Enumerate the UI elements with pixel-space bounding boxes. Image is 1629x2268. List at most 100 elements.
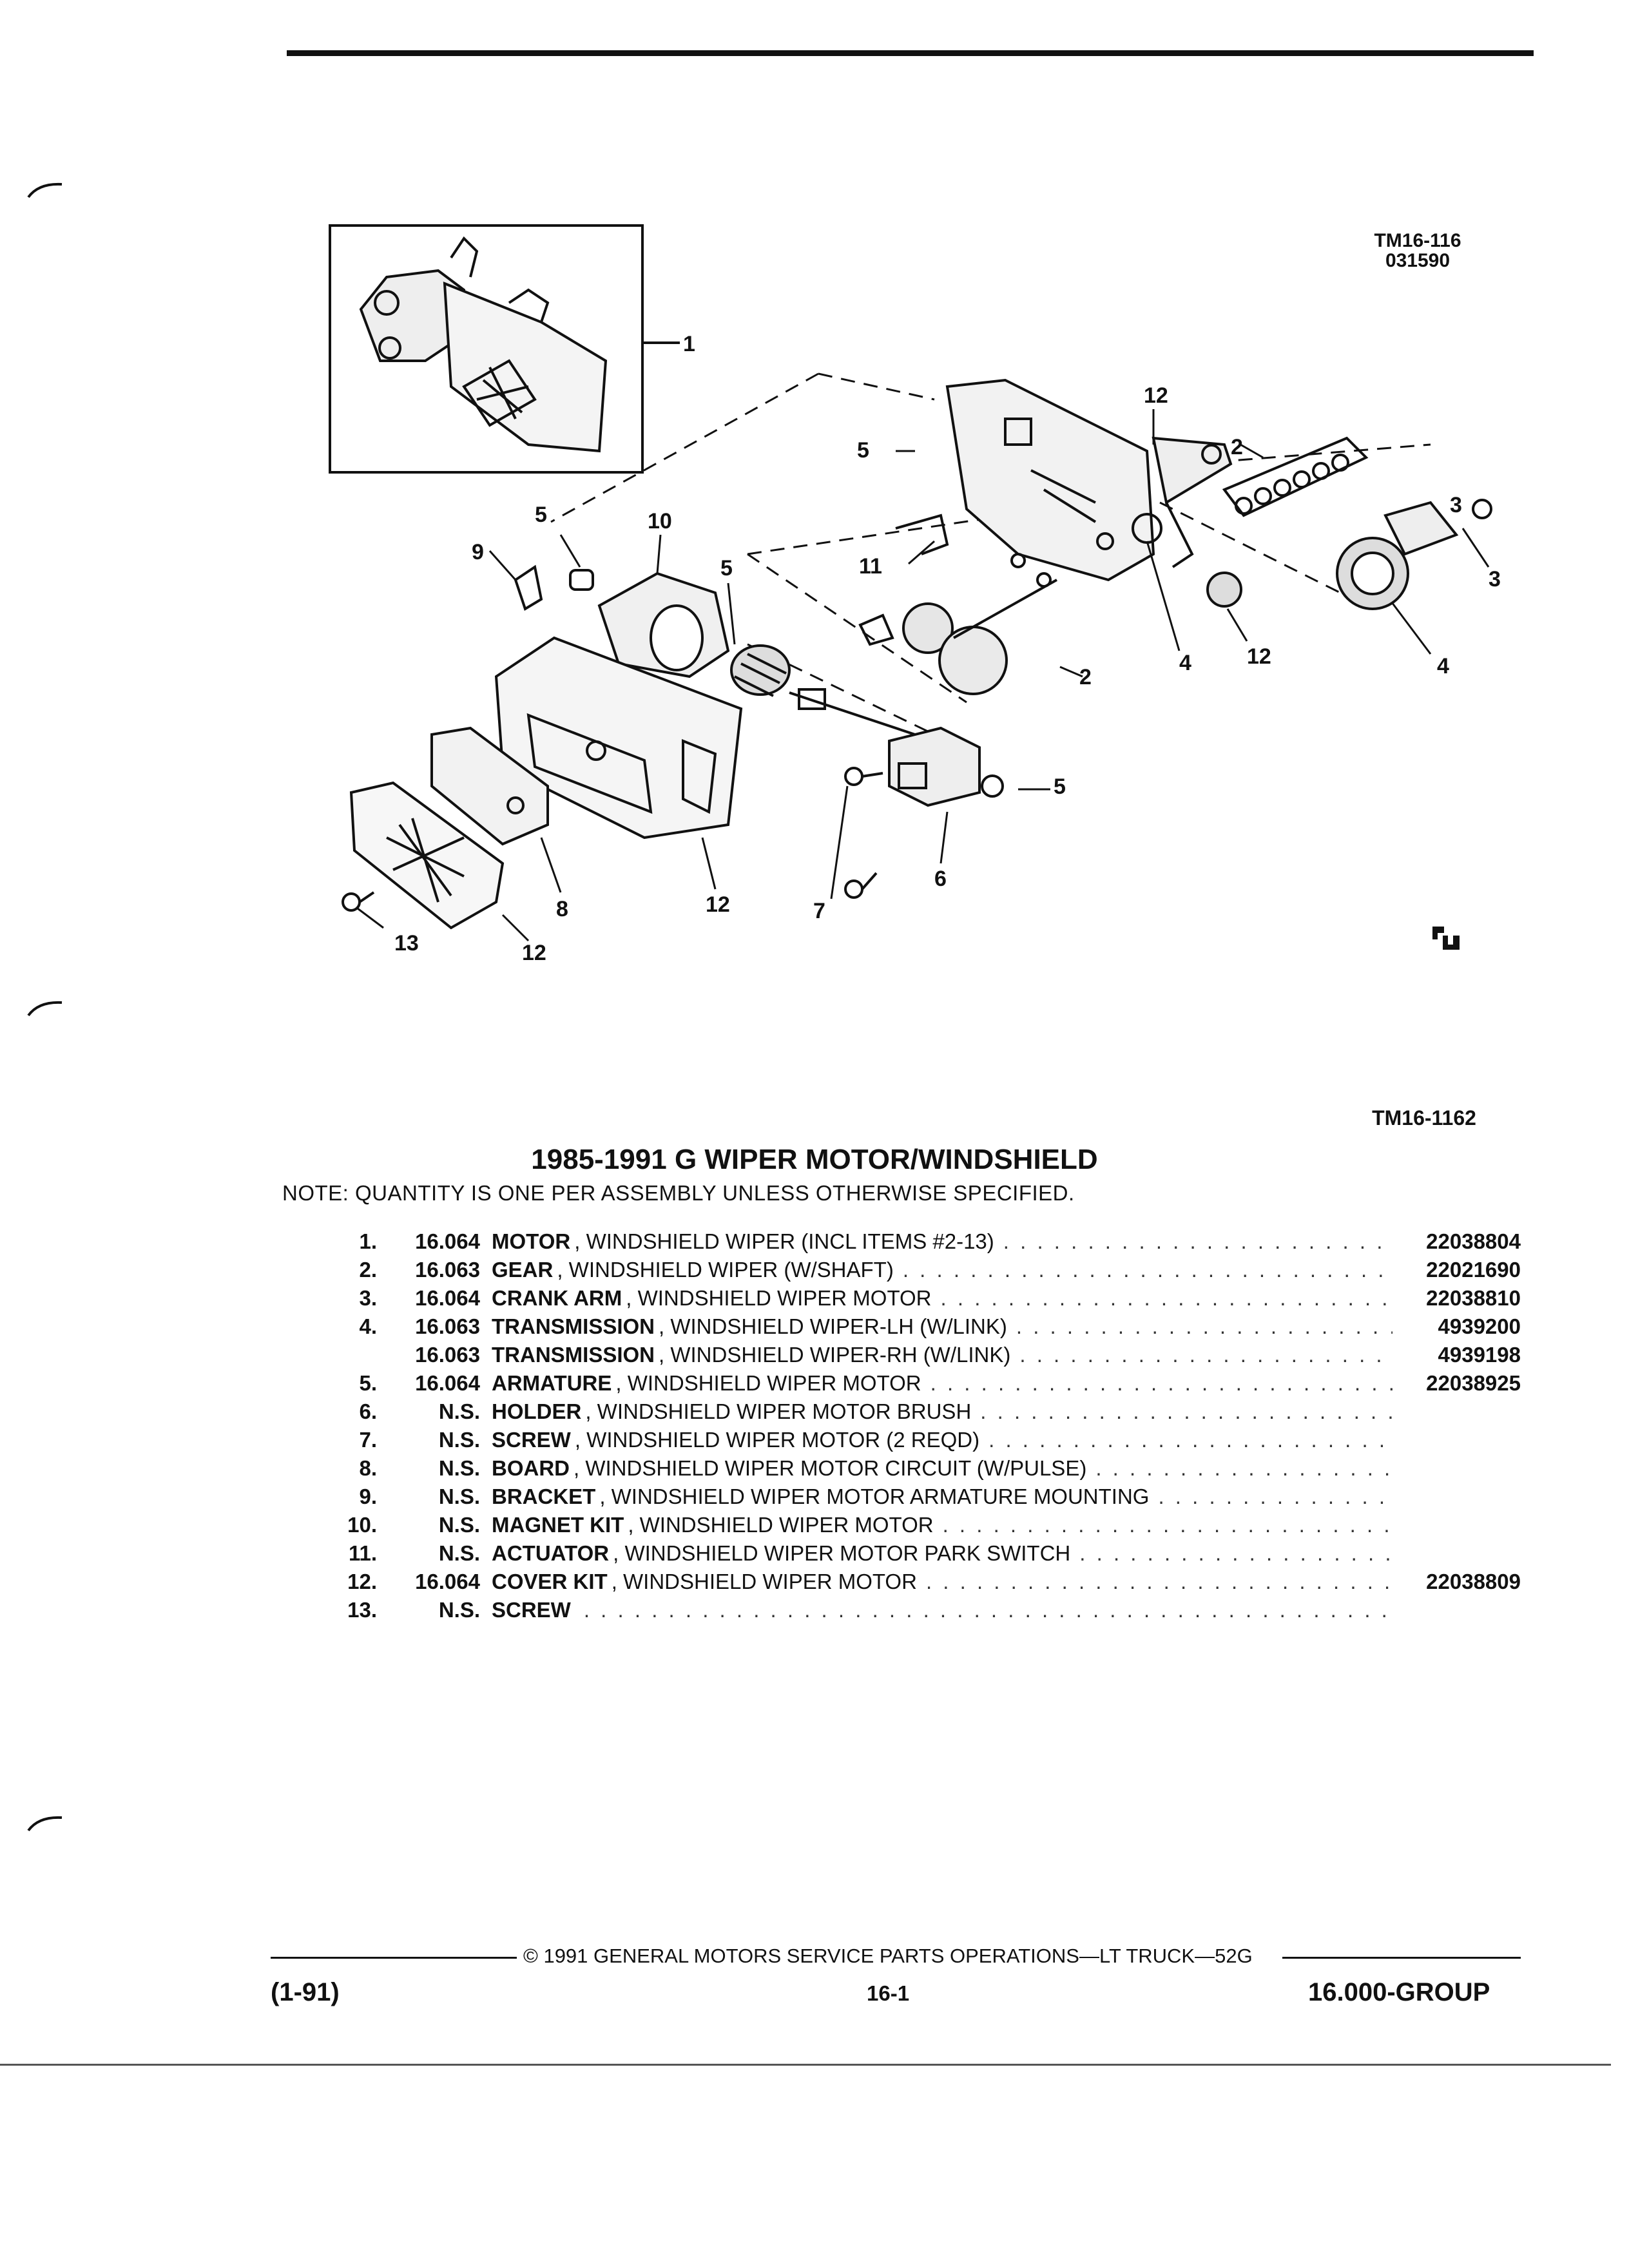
part-description: , WINDSHIELD WIPER MOTOR: [628, 1513, 934, 1537]
callout: 12: [1247, 644, 1271, 669]
copyright: © 1991 GENERAL MOTORS SERVICE PARTS OPER…: [523, 1945, 1253, 1967]
callout: 4: [1179, 651, 1191, 675]
dot-leader: [980, 1398, 1393, 1426]
group-code: N.S.: [438, 1598, 480, 1622]
gm-logo: [1432, 927, 1460, 950]
dot-leader: [1016, 1312, 1393, 1341]
callout: 12: [706, 892, 730, 917]
footer-rule-right: [1282, 1957, 1521, 1959]
part-name: SCREW: [492, 1598, 571, 1622]
callout: 12: [522, 941, 546, 965]
dot-leader: [1079, 1539, 1393, 1568]
callout: 3: [1450, 493, 1462, 517]
bottom-rule: [0, 2064, 1611, 2066]
edition-date: (1-91): [271, 1978, 340, 2006]
dot-leader: [930, 1369, 1393, 1398]
callout: 5: [857, 438, 869, 463]
parts-row: 6.N.S.HOLDER, WINDSHIELD WIPER MOTOR BRU…: [329, 1398, 1521, 1426]
washer-stack: [1222, 436, 1369, 517]
part-name: GEAR: [492, 1258, 554, 1282]
callout: 12: [1144, 383, 1168, 408]
dot-leader: [1003, 1227, 1393, 1256]
callout: 9: [472, 540, 484, 564]
item-number: 1.: [359, 1229, 377, 1253]
part-description: , WINDSHIELD WIPER MOTOR PARK SWITCH: [613, 1541, 1071, 1565]
part-description: , WINDSHIELD WIPER MOTOR: [626, 1286, 932, 1310]
item-number: 6.: [359, 1399, 377, 1423]
dot-leader: [1095, 1454, 1393, 1483]
part-description: , WINDSHIELD WIPER MOTOR: [611, 1570, 917, 1593]
callout: 13: [394, 931, 419, 956]
part-number: 22038925: [1426, 1371, 1521, 1395]
group-code: 16.064: [415, 1371, 480, 1395]
bracket: [514, 564, 543, 611]
part-name: TRANSMISSION: [492, 1343, 655, 1367]
part-description: , WINDSHIELD WIPER MOTOR ARMATURE MOUNTI…: [599, 1485, 1150, 1508]
dot-leader: [584, 1596, 1393, 1624]
item-number: 10.: [347, 1513, 377, 1537]
page-title: 1985-1991 G WIPER MOTOR/WINDSHIELD: [531, 1144, 1098, 1175]
left-margin-mark: [27, 182, 63, 198]
part-number: 22021690: [1426, 1258, 1521, 1282]
parts-list: 1. 16.064 MOTOR, WINDSHIELD WIPER (INCL IT…: [329, 1227, 1521, 1624]
page-number: 16-1: [867, 1981, 910, 2005]
group-code: N.S.: [438, 1513, 480, 1537]
bushing: [569, 569, 594, 591]
cover: [349, 781, 505, 930]
armature: [730, 644, 916, 736]
callout: 10: [648, 509, 672, 533]
part-description: , WINDSHIELD WIPER MOTOR (2 REQD): [574, 1428, 980, 1452]
group-code: 16.063: [415, 1314, 480, 1338]
callout: 11: [859, 554, 882, 579]
screws: [342, 767, 883, 912]
drawing-id-bottom: TM16-1162: [1372, 1106, 1476, 1129]
item-number: 5.: [359, 1371, 377, 1395]
part-name: SCREW: [492, 1428, 571, 1452]
item-number: 3.: [359, 1286, 377, 1310]
item-number: 2.: [359, 1258, 377, 1282]
group-code: N.S.: [438, 1485, 480, 1508]
group-code: 16.063: [415, 1258, 480, 1282]
dot-leader: [988, 1426, 1393, 1454]
callout: 6: [934, 867, 947, 891]
part-number: 22038804: [1426, 1229, 1521, 1253]
left-margin-mark: [27, 1001, 63, 1017]
callout: 7: [813, 899, 825, 923]
parts-row: 9.N.S.BRACKET, WINDSHIELD WIPER MOTOR AR…: [329, 1483, 1521, 1511]
part-name: MOTOR: [492, 1229, 571, 1253]
part-number: 22038810: [1426, 1286, 1521, 1310]
park-actuator: [895, 514, 949, 555]
dot-leader: [926, 1568, 1393, 1596]
drawing-id-top: TM16-116 031590: [1374, 230, 1461, 271]
callout: 2: [1231, 435, 1243, 459]
callout: 5: [720, 556, 733, 581]
callout: 1: [683, 332, 695, 356]
part-number: 4939200: [1438, 1314, 1521, 1338]
item-number: 11.: [348, 1541, 377, 1565]
exploded-parts-diagram: 1 2 2 3 3 4 4 5 5 5 5 6 7 8 9 10 11 12 1…: [329, 224, 1501, 965]
quantity-note: NOTE: QUANTITY IS ONE PER ASSEMBLY UNLES…: [282, 1181, 1075, 1205]
left-margin-mark: [27, 1816, 63, 1832]
part-description: , WINDSHIELD WIPER (INCL ITEMS #2-13): [574, 1229, 994, 1253]
circuit-board: [430, 726, 549, 846]
gear-assembly: [858, 553, 1057, 695]
brush-holder: [888, 726, 1004, 807]
group-code: N.S.: [438, 1541, 480, 1565]
callout: 8: [556, 897, 568, 921]
parts-row: 7.N.S.SCREW, WINDSHIELD WIPER MOTOR (2 R…: [329, 1426, 1521, 1454]
top-rule: [287, 50, 1534, 56]
part-name: COVER KIT: [492, 1570, 608, 1593]
group-code: N.S.: [438, 1428, 480, 1452]
group-code: 16.063: [415, 1343, 480, 1367]
callout: 3: [1489, 567, 1501, 591]
item-number: 8.: [359, 1456, 377, 1480]
group-code: N.S.: [438, 1399, 480, 1423]
dot-leader: [903, 1256, 1393, 1284]
gear-case: [945, 378, 1162, 582]
callout: 5: [1054, 774, 1066, 799]
group-code: N.S.: [438, 1456, 480, 1480]
